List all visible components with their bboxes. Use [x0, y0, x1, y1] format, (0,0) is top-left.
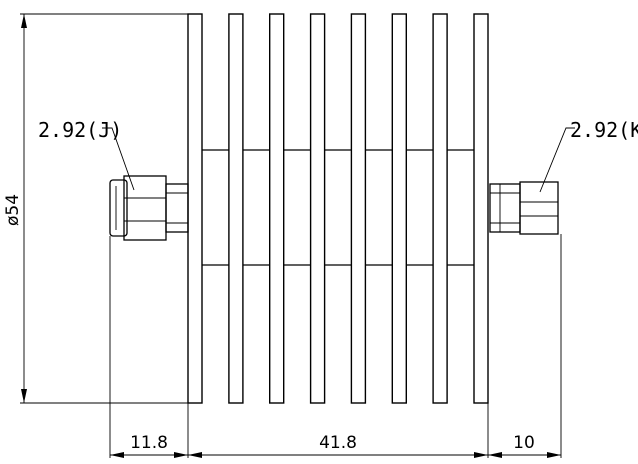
diameter-label: ø54	[3, 194, 23, 226]
heat-sink-fin	[228, 13, 244, 404]
right-connector	[489, 181, 559, 235]
left-length-label: 11.8	[130, 433, 168, 453]
left-connector-leader: 2.92(J)	[38, 118, 135, 191]
heat-sink-fins	[187, 13, 489, 404]
right-connector-leader: 2.92(K)	[539, 118, 638, 193]
right-length-label: 10	[513, 433, 535, 453]
heat-sink-fin	[269, 13, 285, 404]
heat-sink-fin	[309, 13, 326, 404]
right-connector-label: 2.92(K)	[570, 118, 638, 142]
extension-lines	[109, 234, 562, 458]
left-connector-label: 2.92(J)	[38, 118, 122, 142]
heat-sink-fin	[391, 13, 407, 404]
heat-sink-fin	[432, 13, 448, 404]
heat-sink-fin	[187, 13, 203, 404]
heat-sink-fin	[473, 13, 489, 404]
left-connector	[109, 175, 189, 241]
body-length-label: 41.8	[319, 433, 357, 453]
heat-sink-fin	[350, 13, 367, 404]
diameter-dimension: ø54	[3, 13, 188, 404]
length-dimensions: 11.8 41.8 10	[110, 433, 561, 458]
